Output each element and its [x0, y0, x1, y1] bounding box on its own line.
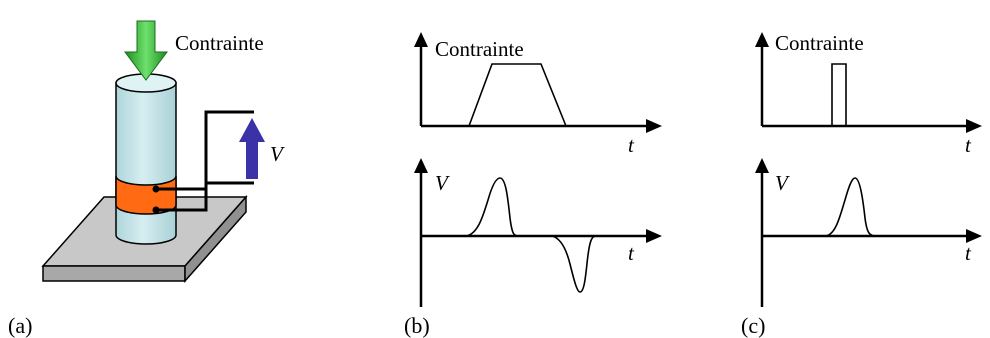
- panel-b-stress-time-label: t: [628, 133, 635, 157]
- stress-y-arrowhead: [755, 32, 769, 47]
- lower-contact: [152, 206, 160, 214]
- panel-b-voltage-time-label: t: [628, 241, 635, 265]
- stress-y-arrowhead: [414, 32, 428, 47]
- panel-a-caption: (a): [8, 313, 32, 338]
- panel-c-stress-label: Contrainte: [775, 31, 864, 55]
- base-plate-side: [184, 195, 247, 283]
- voltage-positive-pulse: [465, 177, 519, 237]
- voltage-y-arrowhead: [414, 158, 428, 173]
- panel-b-caption: (b): [404, 313, 430, 338]
- lower-wire: [156, 181, 254, 212]
- electrode-band: [115, 175, 177, 215]
- panel-b-stress-label: Contrainte: [435, 37, 524, 61]
- panel-c-voltage-time-label: t: [965, 241, 972, 265]
- upper-wire: [156, 110, 254, 191]
- voltage-x-arrowhead: [966, 229, 982, 243]
- stress-x-arrowhead: [646, 119, 662, 133]
- base-plate-front: [42, 265, 186, 282]
- piezo-cylinder: [115, 82, 177, 245]
- voltage-y-arrowhead: [755, 158, 769, 173]
- panel-b-voltage-label: V: [435, 171, 450, 195]
- voltage-x-arrowhead: [646, 229, 662, 243]
- panel-c-stress-plot: [755, 32, 982, 133]
- panel-a-device: [41, 20, 265, 283]
- panel-a-stress-label: Contrainte: [175, 31, 264, 55]
- panel-c-caption: (c): [741, 313, 765, 338]
- stress-arrow-icon: [124, 20, 168, 81]
- upper-contact: [152, 185, 160, 193]
- voltage-arrow-icon: [239, 118, 265, 179]
- stress-trapezoid-curve: [468, 63, 567, 127]
- panel-b-stress-plot: [414, 32, 662, 133]
- panel-c-stress-time-label: t: [965, 133, 972, 157]
- panel-c-voltage-plot: [755, 158, 982, 307]
- voltage-single-pulse: [825, 177, 877, 237]
- stress-short-pulse: [831, 63, 847, 126]
- panel-a-voltage-label: V: [270, 142, 285, 166]
- voltage-negative-pulse: [551, 235, 597, 293]
- panel-b-voltage-plot: [414, 158, 662, 307]
- panel-c-voltage-label: V: [775, 171, 790, 195]
- stress-x-arrowhead: [966, 119, 982, 133]
